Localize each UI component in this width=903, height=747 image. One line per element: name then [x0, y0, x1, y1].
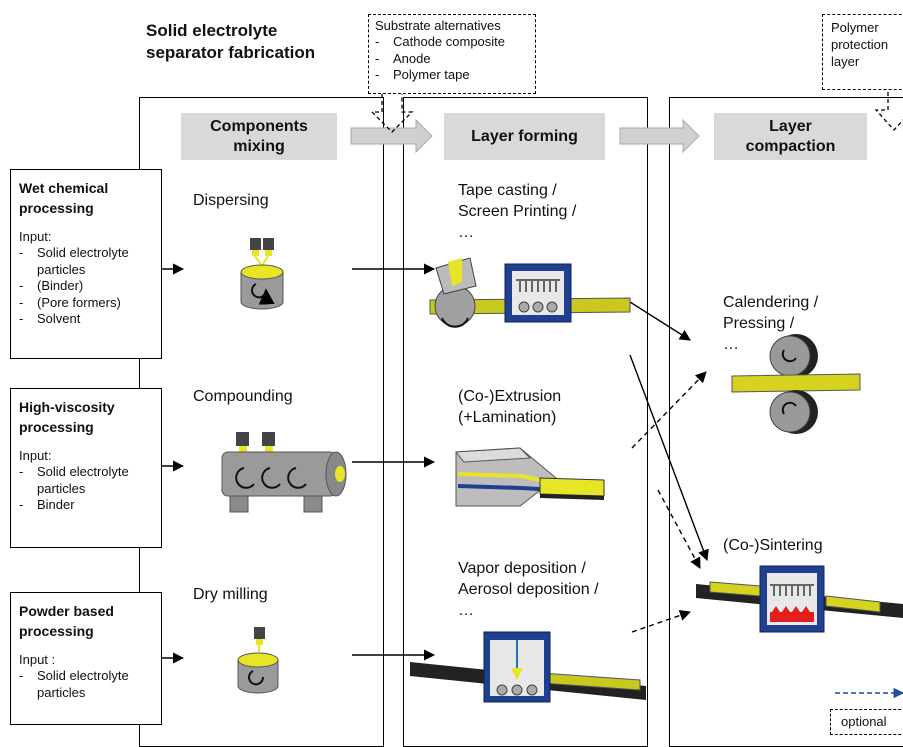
polymer-down-arrow — [874, 92, 903, 131]
extrusion-icon — [455, 447, 605, 507]
stage-layer-compaction: Layer compaction — [714, 113, 867, 160]
label-dry-milling: Dry milling — [193, 586, 268, 603]
substrate-alternatives-box: Substrate alternatives Cathode composite… — [368, 14, 536, 94]
label-compounding: Compounding — [193, 388, 293, 405]
stage-components-mixing: Components mixing — [181, 113, 337, 160]
label-tape-casting: Tape casting / Screen Printing / … — [458, 182, 577, 241]
stage-arrow-2 — [619, 118, 700, 154]
legend-optional: optional — [830, 709, 903, 735]
dispersing-icon — [240, 238, 284, 310]
input-box-high-viscosity: High-viscosity processing Input: Solid e… — [10, 388, 162, 548]
calendering-icon — [731, 334, 861, 434]
label-calendering: Calendering / Pressing / … — [723, 294, 819, 353]
label-extrusion: (Co-)Extrusion (+Lamination) — [458, 388, 562, 426]
substrate-item: Anode — [375, 51, 529, 68]
label-dispersing: Dispersing — [193, 192, 269, 209]
dry-milling-icon — [237, 627, 279, 694]
tape-casting-icon — [429, 257, 631, 328]
stage-arrow-1 — [350, 118, 433, 154]
input-box-powder-based: Powder based processing Input : Solid el… — [10, 592, 162, 725]
label-vapor-deposition: Vapor deposition / Aerosol deposition / … — [458, 560, 599, 619]
input-box-wet-chemical: Wet chemical processing Input: Solid ele… — [10, 169, 162, 359]
substrate-item: Cathode composite — [375, 34, 529, 51]
substrate-item: Polymer tape — [375, 67, 529, 84]
sintering-icon — [696, 565, 903, 633]
vapor-deposition-icon — [410, 631, 646, 703]
substrate-down-arrow — [370, 94, 414, 133]
stage-layer-forming: Layer forming — [444, 113, 605, 160]
label-sintering: (Co-)Sintering — [723, 537, 823, 554]
diagram-title: Solid electrolyte separator fabrication — [146, 21, 316, 62]
polymer-protection-box: Polymer protection layer — [822, 14, 903, 90]
compounding-icon — [221, 432, 347, 513]
